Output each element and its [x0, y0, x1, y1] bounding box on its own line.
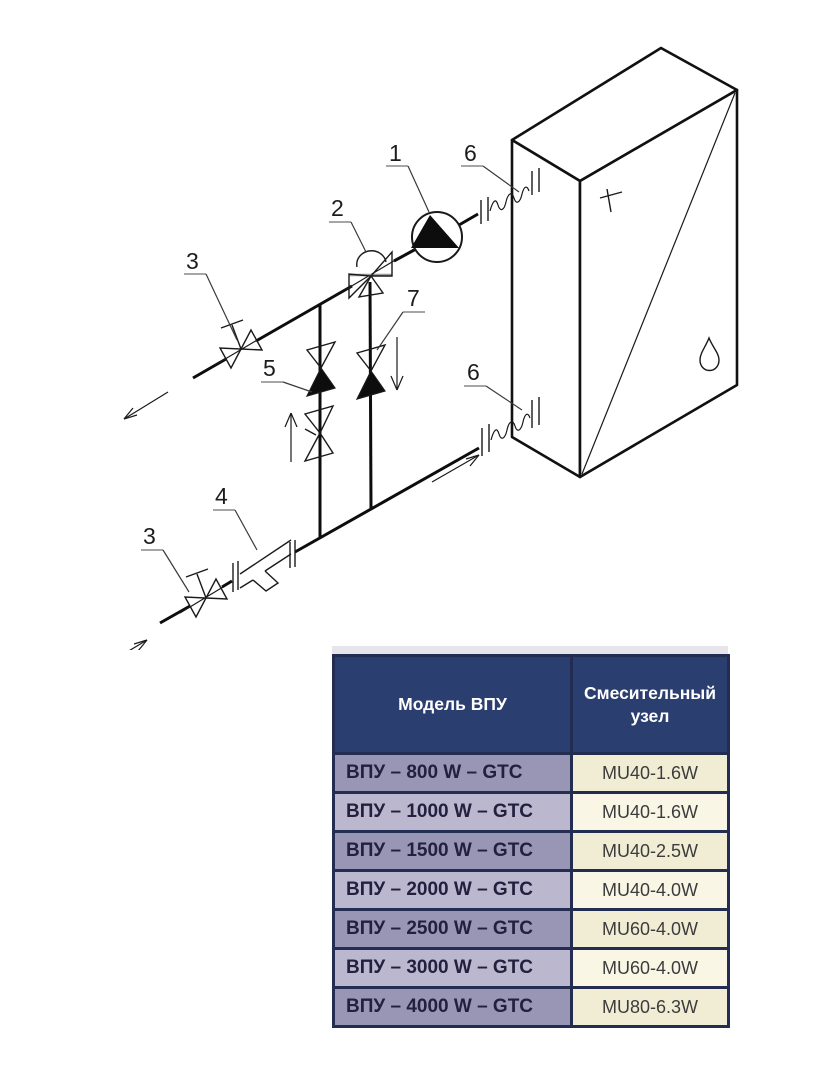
- callout-valve-return: 3: [184, 248, 238, 341]
- model-cell: ВПУ – 3000 W – GTC: [332, 947, 573, 989]
- callout-strainer: 4: [213, 483, 258, 551]
- pipes: [159, 212, 480, 625]
- strainer-symbol: [232, 539, 296, 592]
- droplet-icon: [699, 336, 720, 372]
- callout-three-way-valve: 2: [329, 195, 367, 253]
- flow-arrow-up: [284, 412, 298, 462]
- flexible-connection-symbol-upper: [480, 168, 540, 224]
- check-valve-symbol-bypass: [305, 340, 337, 397]
- model-cell: ВПУ – 1000 W – GTC: [332, 791, 573, 833]
- mixing-unit-cell: MU40-2.5W: [570, 830, 730, 872]
- mixing-unit-cell: MU60-4.0W: [570, 947, 730, 989]
- model-cell: ВПУ – 2000 W – GTC: [332, 869, 573, 911]
- callout-pump: 1: [386, 140, 430, 213]
- shutoff-valve-symbol-supply: [183, 568, 229, 619]
- table-row: ВПУ – 800 W – GTC MU40-1.6W: [332, 752, 730, 794]
- flow-arrow-down: [390, 337, 404, 391]
- callout-check-valve-bypass: 5: [261, 355, 313, 393]
- callout-valve-supply: 3: [141, 523, 190, 593]
- table-header-row: Модель ВПУ Смесительный узел: [332, 654, 730, 755]
- column-header-model: Модель ВПУ: [332, 654, 573, 755]
- unit-box-diagonal: [581, 92, 736, 475]
- three-way-valve-symbol: [348, 250, 393, 300]
- callout-label: 5: [263, 355, 276, 381]
- table-row: ВПУ – 2000 W – GTC MU40-4.0W: [332, 869, 730, 911]
- model-cell: ВПУ – 4000 W – GTC: [332, 986, 573, 1028]
- table-row: ВПУ – 2500 W – GTC MU60-4.0W: [332, 908, 730, 950]
- mixing-unit-cell: MU80-6.3W: [570, 986, 730, 1028]
- check-valve-symbol-drop: [355, 343, 387, 400]
- flexible-connection-symbol-lower: [481, 397, 540, 456]
- table-row: ВПУ – 1500 W – GTC MU40-2.5W: [332, 830, 730, 872]
- balancing-valve-symbol: [303, 404, 335, 463]
- callout-label: 3: [186, 248, 199, 274]
- callout-label: 2: [331, 195, 344, 221]
- callout-check-valve-drop: 7: [376, 285, 425, 351]
- model-cell: ВПУ – 800 W – GTC: [332, 752, 573, 794]
- flow-arrow-return-out: [123, 391, 169, 420]
- flow-arrow-supply-in: [129, 639, 148, 650]
- callout-flex-upper: 6: [461, 140, 520, 193]
- mixing-unit-cell: MU40-4.0W: [570, 869, 730, 911]
- callout-label: 1: [389, 140, 402, 166]
- spec-table: Модель ВПУ Смесительный узел ВПУ – 800 W…: [332, 654, 730, 1028]
- unit-box: [510, 46, 739, 479]
- shutoff-valve-symbol-return: [218, 319, 264, 370]
- mixing-unit-cell: MU60-4.0W: [570, 908, 730, 950]
- callout-label: 6: [464, 140, 477, 166]
- callout-label: 6: [467, 359, 480, 385]
- callout-label: 3: [143, 523, 156, 549]
- table-row: ВПУ – 3000 W – GTC MU60-4.0W: [332, 947, 730, 989]
- callout-flex-lower: 6: [464, 359, 523, 411]
- pump-symbol: [411, 211, 463, 263]
- flow-arrow-to-unit: [431, 454, 480, 483]
- table-row: ВПУ – 4000 W – GTC MU80-6.3W: [332, 986, 730, 1028]
- callout-label: 7: [407, 285, 420, 311]
- mixing-unit-cell: MU40-1.6W: [570, 791, 730, 833]
- table-row: ВПУ – 1000 W – GTC MU40-1.6W: [332, 791, 730, 833]
- piping-diagram: 1 6 2 3 7 5 6: [123, 46, 739, 650]
- model-cell: ВПУ – 2500 W – GTC: [332, 908, 573, 950]
- plus-icon: [599, 188, 623, 213]
- mixing-unit-cell: MU40-1.6W: [570, 752, 730, 794]
- table-top-strip: [332, 646, 728, 654]
- column-header-mixing-unit: Смесительный узел: [570, 654, 730, 755]
- model-cell: ВПУ – 1500 W – GTC: [332, 830, 573, 872]
- callout-label: 4: [215, 483, 228, 509]
